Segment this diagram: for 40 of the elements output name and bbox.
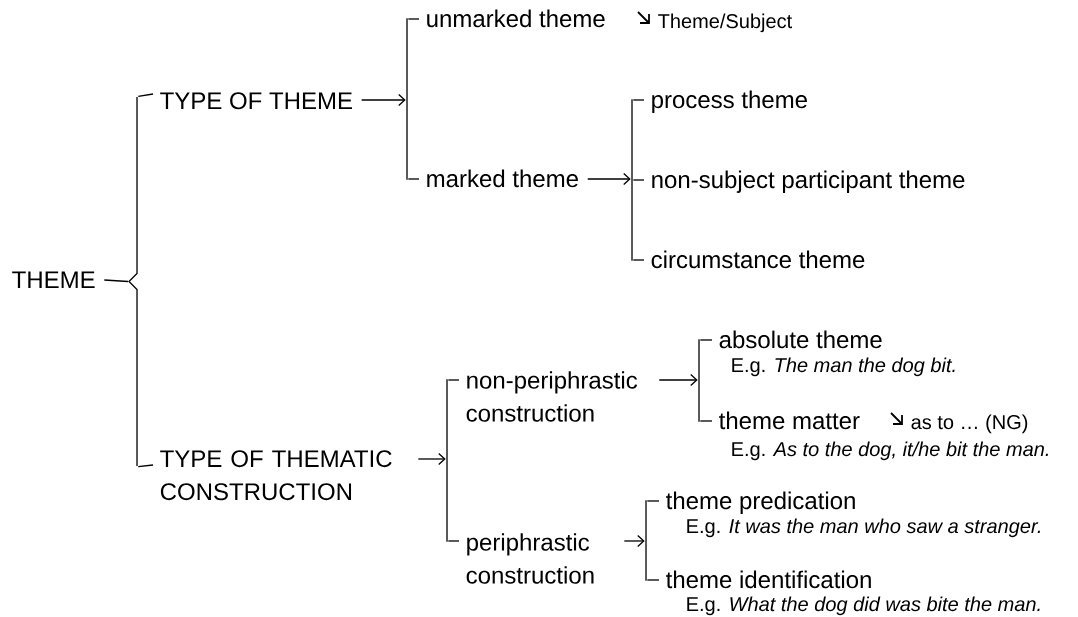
realization-statement: as to … (NG) — [911, 414, 1028, 434]
system-term: unmarked theme — [427, 9, 605, 28]
example-sentence: E.g. The man the dog bit. — [732, 357, 955, 377]
connector-line — [407, 18, 420, 20]
system-arrow — [361, 93, 406, 107]
system-arrow — [658, 373, 698, 387]
system-term: TYPE OF THEMATIC CONSTRUCTION — [160, 450, 392, 501]
brace — [128, 96, 138, 467]
connector-line — [632, 259, 645, 261]
system-term: marked theme — [427, 169, 578, 188]
connector-line — [646, 500, 660, 502]
connector-line — [137, 93, 154, 97]
example-sentence: E.g. As to the dog, it/he bit the man. — [732, 441, 1048, 461]
connector-line — [447, 540, 460, 542]
system-term: circumstance theme — [651, 250, 865, 269]
system-term: periphrastic construction — [466, 533, 594, 584]
example-sentence: E.g. What the dog did was bite the man. — [687, 596, 1040, 616]
connector-line — [699, 420, 713, 422]
system-term: THEME — [12, 271, 95, 288]
system-term: absolute theme — [719, 330, 882, 349]
connector-line — [407, 178, 420, 180]
connector-line — [699, 339, 713, 341]
system-term: TYPE OF THEME — [160, 92, 352, 110]
connector-line — [632, 99, 645, 101]
realization-statement: Theme/Subject — [658, 13, 792, 33]
system-term: non-periphrastic construction — [466, 371, 638, 422]
system-arrow — [587, 172, 631, 186]
system-arrow — [417, 452, 446, 466]
connector-line — [137, 464, 154, 468]
system-term: theme predication — [666, 491, 855, 514]
system-term: theme identification — [666, 570, 871, 589]
connector-line — [646, 579, 660, 581]
system-term: process theme — [652, 90, 807, 113]
connector-line — [632, 179, 645, 181]
system-arrow — [623, 534, 645, 548]
example-sentence: E.g. It was the man who saw a stranger. — [687, 518, 1040, 538]
system-term: theme matter — [719, 411, 860, 430]
connector-line — [103, 279, 129, 283]
system-term: non-subject participant theme — [652, 170, 965, 193]
connector-line — [447, 379, 460, 381]
